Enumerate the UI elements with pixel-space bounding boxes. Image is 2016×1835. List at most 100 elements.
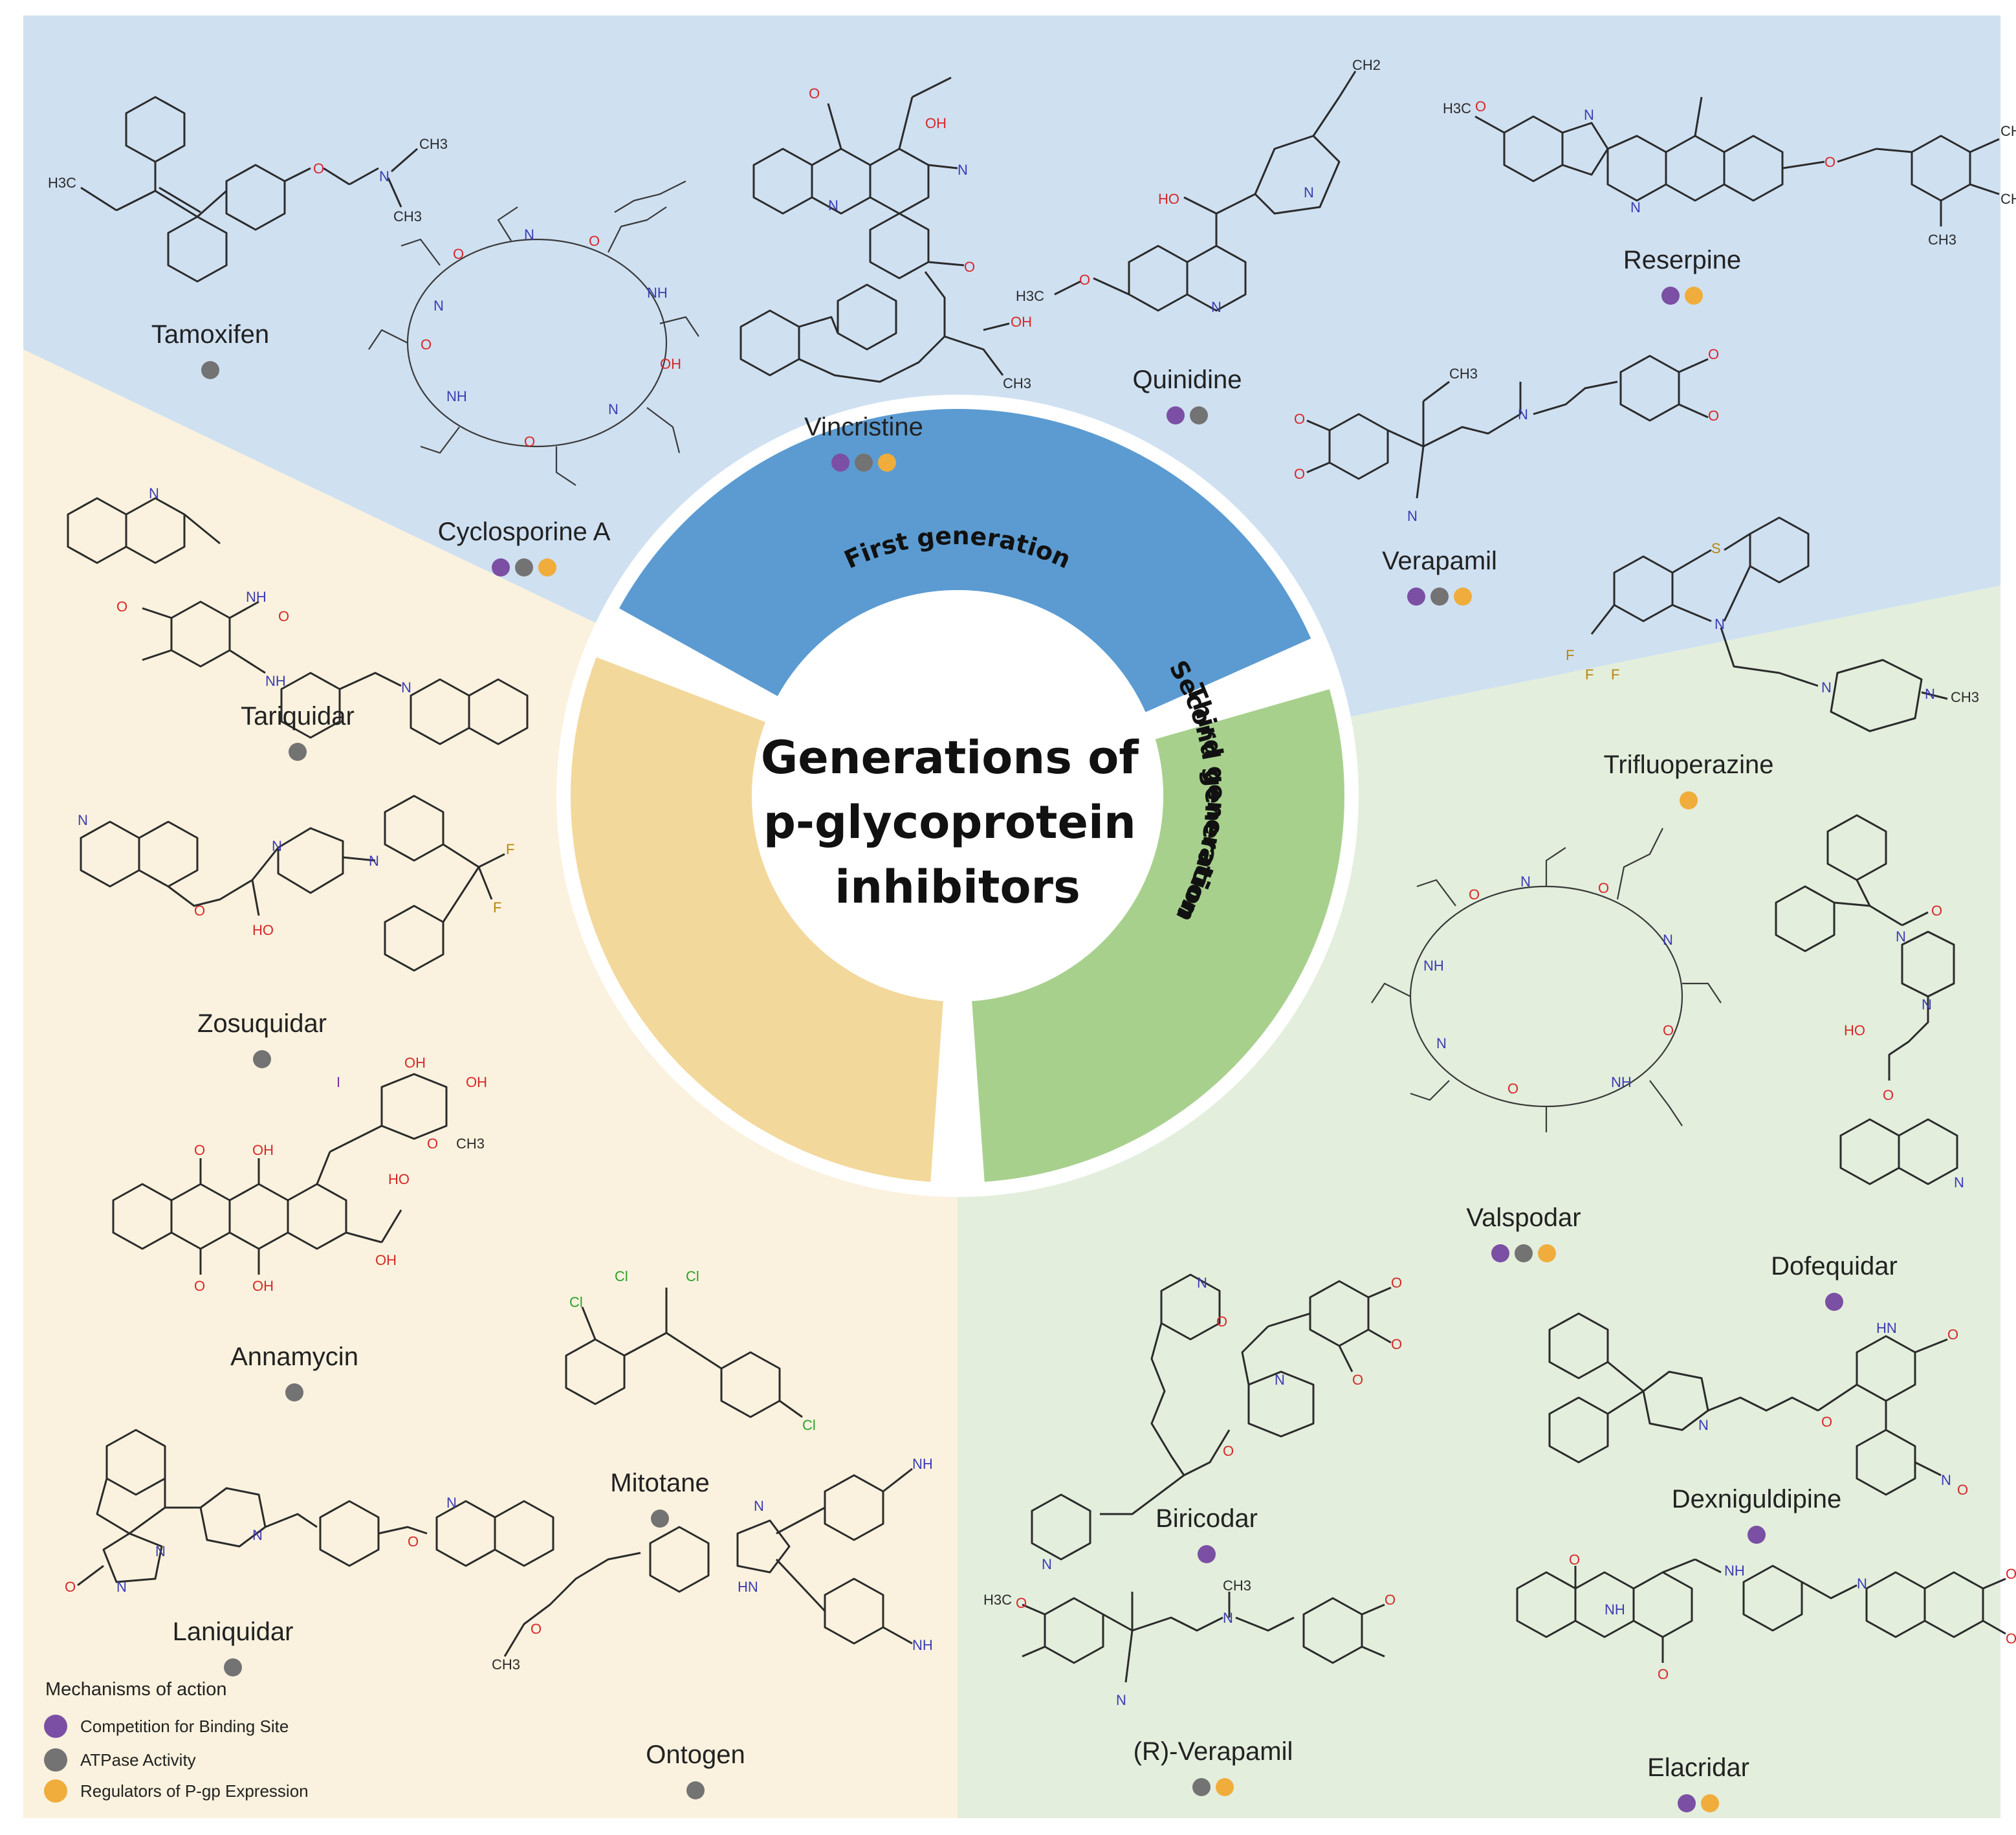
svg-text:N: N xyxy=(369,853,379,869)
structure-valspodar: O N O N O NH O N NH xyxy=(1371,828,1722,1132)
mechanism-dot-atpase xyxy=(1192,1778,1211,1796)
molecule-structures: O N CH3 CH3 H3C O N O NH OH N O NH O xyxy=(48,57,2016,1708)
svg-text:N: N xyxy=(1275,1372,1285,1388)
svg-text:N: N xyxy=(272,838,282,854)
svg-text:O: O xyxy=(2006,1631,2016,1647)
mechanism-dot-atpase xyxy=(855,454,873,472)
svg-text:O: O xyxy=(65,1579,76,1595)
mechanism-dot-atpase xyxy=(201,361,219,379)
svg-text:F: F xyxy=(1611,666,1619,683)
structure-r-verapamil: H3C O N CH3 N O xyxy=(983,1577,1396,1708)
svg-text:N: N xyxy=(1715,616,1725,632)
structure-biricodar: N N O O N O O O xyxy=(1031,1273,1402,1572)
svg-text:Cl: Cl xyxy=(802,1417,816,1433)
svg-text:OH: OH xyxy=(252,1142,274,1158)
legend-binding-dot xyxy=(44,1715,67,1738)
svg-text:H3C: H3C xyxy=(48,175,76,191)
svg-text:N: N xyxy=(1954,1174,1964,1191)
svg-text:N: N xyxy=(754,1498,764,1514)
svg-text:O: O xyxy=(1079,272,1090,288)
drug-quinidine: Quinidine xyxy=(1132,366,1242,424)
svg-text:OH: OH xyxy=(660,356,681,372)
mechanism-dot-binding xyxy=(831,454,849,472)
drug-cyclosporine: Cyclosporine A xyxy=(438,518,611,577)
mechanism-dot-atpase xyxy=(289,743,307,761)
svg-text:O: O xyxy=(116,599,127,615)
mechanism-dot-expression xyxy=(538,558,556,577)
svg-text:O: O xyxy=(1931,903,1942,919)
legend-expression-dot xyxy=(44,1779,67,1803)
svg-text:OH: OH xyxy=(404,1055,426,1071)
drug-name-biricodar: Biricodar xyxy=(1156,1504,1258,1533)
center-title-line-3: inhibitors xyxy=(835,861,1080,914)
svg-text:N: N xyxy=(1925,686,1935,702)
svg-text:H3C: H3C xyxy=(1443,100,1471,116)
svg-text:N: N xyxy=(1821,679,1832,696)
drug-name-laniquidar: Laniquidar xyxy=(173,1618,294,1646)
svg-text:CH3: CH3 xyxy=(1951,689,1979,705)
svg-text:O: O xyxy=(1385,1592,1396,1608)
svg-text:NH: NH xyxy=(1724,1563,1745,1579)
svg-text:HO: HO xyxy=(252,922,274,938)
svg-text:H3C: H3C xyxy=(983,1592,1012,1608)
svg-text:O: O xyxy=(1824,154,1835,170)
svg-text:NH: NH xyxy=(265,673,286,689)
svg-text:O: O xyxy=(1947,1326,1958,1343)
svg-text:N: N xyxy=(1116,1692,1126,1708)
structure-dofequidar: O N N HO O N xyxy=(1775,814,1964,1191)
svg-text:CH3: CH3 xyxy=(2000,191,2016,207)
drug-tamoxifen: Tamoxifen xyxy=(151,320,269,379)
svg-text:CH3: CH3 xyxy=(456,1136,485,1152)
mechanism-dot-binding xyxy=(1678,1794,1696,1812)
drug-annamycin: Annamycin xyxy=(230,1343,358,1401)
center-title-line-2: p-glycoprotein xyxy=(763,796,1136,849)
svg-text:O: O xyxy=(1469,886,1480,903)
svg-text:N: N xyxy=(401,679,411,696)
svg-text:O: O xyxy=(531,1621,542,1637)
svg-text:N: N xyxy=(1407,508,1418,524)
legend-atpase-dot xyxy=(44,1748,67,1772)
svg-text:O: O xyxy=(453,246,464,262)
mechanism-dot-atpase xyxy=(1190,406,1208,424)
drug-name-r-verapamil: (R)-Verapamil xyxy=(1134,1737,1293,1766)
svg-text:Cl: Cl xyxy=(569,1294,583,1310)
drug-name-dofequidar: Dofequidar xyxy=(1771,1252,1898,1280)
drug-trifluoperazine: Trifluoperazine xyxy=(1603,751,1774,809)
mechanism-dot-atpase xyxy=(1430,588,1449,606)
structure-zosuquidar: N O HO N N F F xyxy=(78,795,514,972)
drug-dexniguldipine: Dexniguldipine xyxy=(1672,1485,1841,1544)
svg-text:O: O xyxy=(194,903,205,919)
svg-text:OH: OH xyxy=(1011,314,1032,330)
svg-text:N: N xyxy=(958,162,968,178)
svg-text:OH: OH xyxy=(925,115,947,131)
svg-text:N: N xyxy=(1663,932,1673,948)
svg-text:CH3: CH3 xyxy=(1003,375,1031,391)
svg-text:HN: HN xyxy=(738,1579,758,1595)
center-title: Generations of p-glycoprotein inhibitors xyxy=(761,731,1154,914)
svg-text:O: O xyxy=(1883,1087,1894,1103)
svg-text:N: N xyxy=(1941,1472,1951,1488)
svg-text:O: O xyxy=(1016,1595,1027,1611)
mechanism-dot-binding xyxy=(1491,1244,1509,1262)
svg-text:Cl: Cl xyxy=(615,1268,628,1284)
svg-text:O: O xyxy=(1569,1552,1580,1568)
svg-text:O: O xyxy=(1821,1414,1832,1430)
structure-cyclosporine: O N O NH OH N O NH O N xyxy=(368,181,699,486)
mechanism-dot-atpase xyxy=(224,1658,242,1676)
drug-name-tariquidar: Tariquidar xyxy=(241,702,355,731)
drug-name-vincristine: Vincristine xyxy=(804,413,923,441)
svg-text:NH: NH xyxy=(1605,1601,1625,1618)
mechanism-dot-binding xyxy=(1661,287,1680,305)
structure-mitotane: Cl Cl Cl Cl xyxy=(565,1268,816,1433)
svg-text:O: O xyxy=(1663,1022,1674,1038)
svg-text:O: O xyxy=(1352,1372,1363,1388)
generations-wheel: First generation Second generation Third… xyxy=(556,395,1359,1197)
svg-text:OH: OH xyxy=(252,1278,274,1294)
center-title-line-1: Generations of xyxy=(761,731,1140,784)
drug-verapamil: Verapamil xyxy=(1382,547,1497,606)
svg-text:O: O xyxy=(1294,466,1305,482)
drug-name-trifluoperazine: Trifluoperazine xyxy=(1603,751,1773,779)
svg-text:N: N xyxy=(608,401,619,417)
structure-annamycin: O OH O OH I OH OH O CH3 HO OH xyxy=(112,1055,487,1294)
